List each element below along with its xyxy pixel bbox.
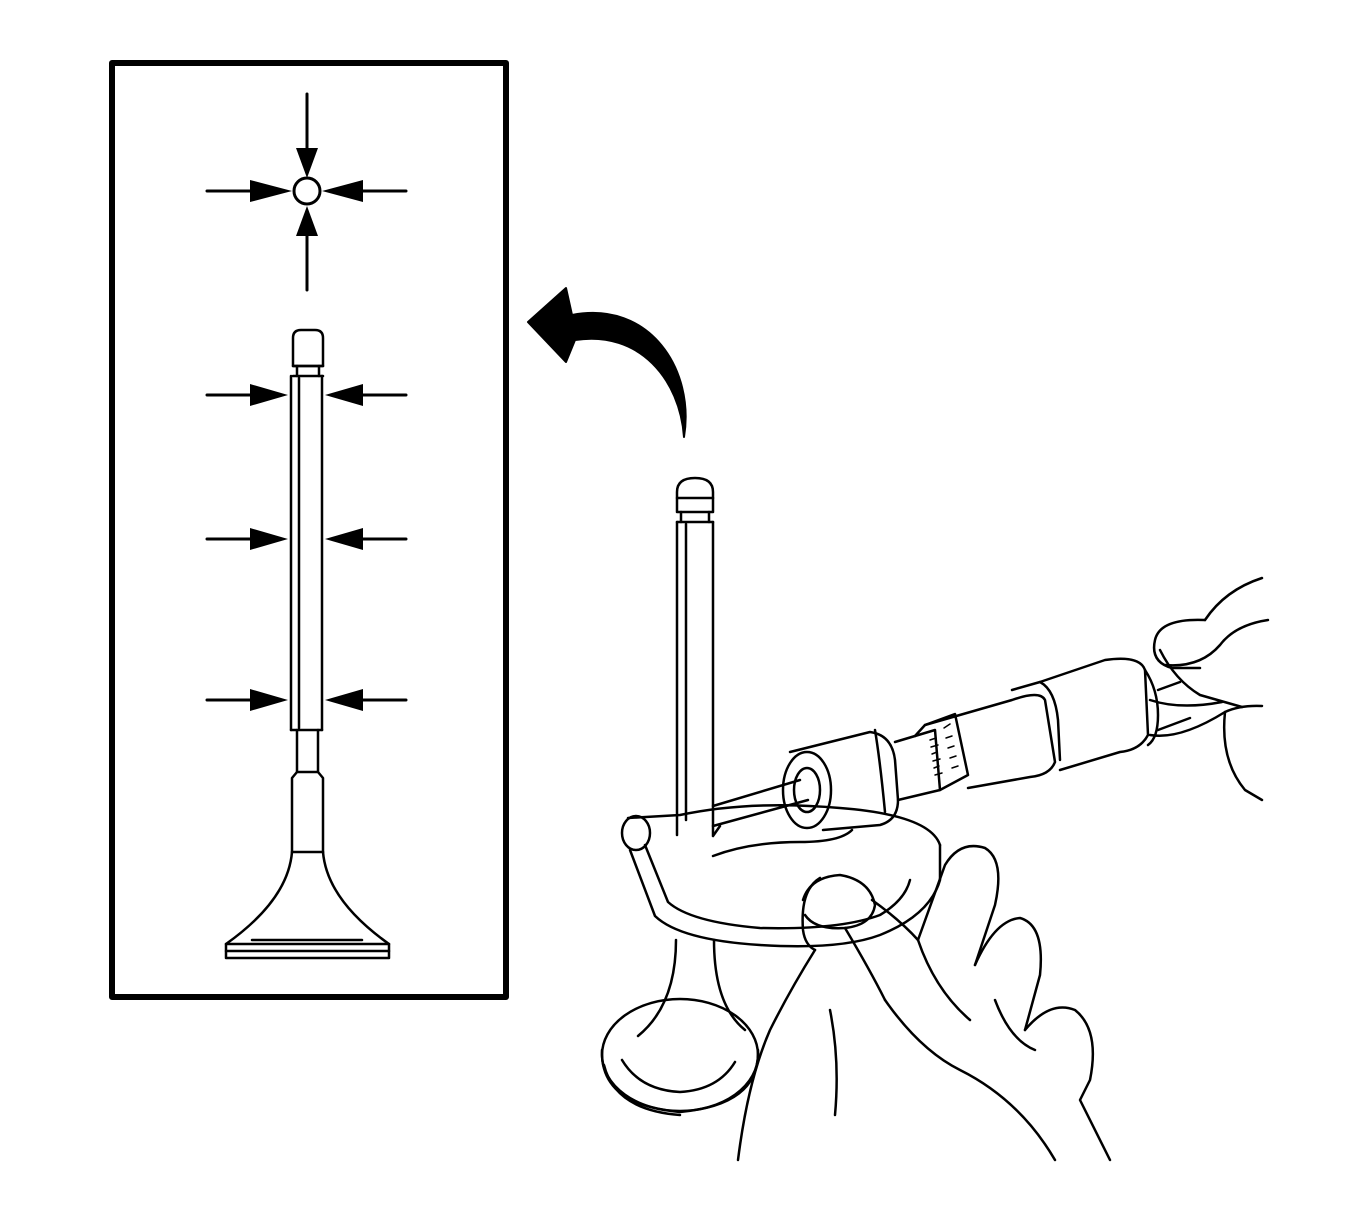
arrow-bottom: [296, 206, 318, 292]
inset-panel: [109, 60, 509, 1000]
hand-lower: [736, 844, 1112, 1162]
valve-head: [600, 938, 760, 1117]
micrometer-barrel: [711, 657, 1192, 832]
measure-point-upper: [205, 384, 408, 406]
valve-stem: [675, 476, 715, 837]
curved-pointer-arrow: [527, 287, 687, 438]
inset-valve: [224, 328, 391, 960]
inset-frame: [109, 60, 509, 1000]
measure-point-middle: [205, 528, 408, 550]
measure-point-lower: [205, 689, 408, 711]
stem-cross-section: [205, 92, 408, 292]
arrow-left: [205, 180, 292, 202]
cross-section-circle: [292, 176, 322, 206]
stem-measurement-arrows: [205, 384, 408, 711]
thimble-scale: [929, 723, 959, 776]
arrow-right: [322, 180, 408, 202]
arrow-top: [296, 92, 318, 178]
main-illustration: [600, 476, 1270, 1162]
hand-right: [1148, 576, 1270, 802]
micrometer-frame: [620, 803, 942, 948]
